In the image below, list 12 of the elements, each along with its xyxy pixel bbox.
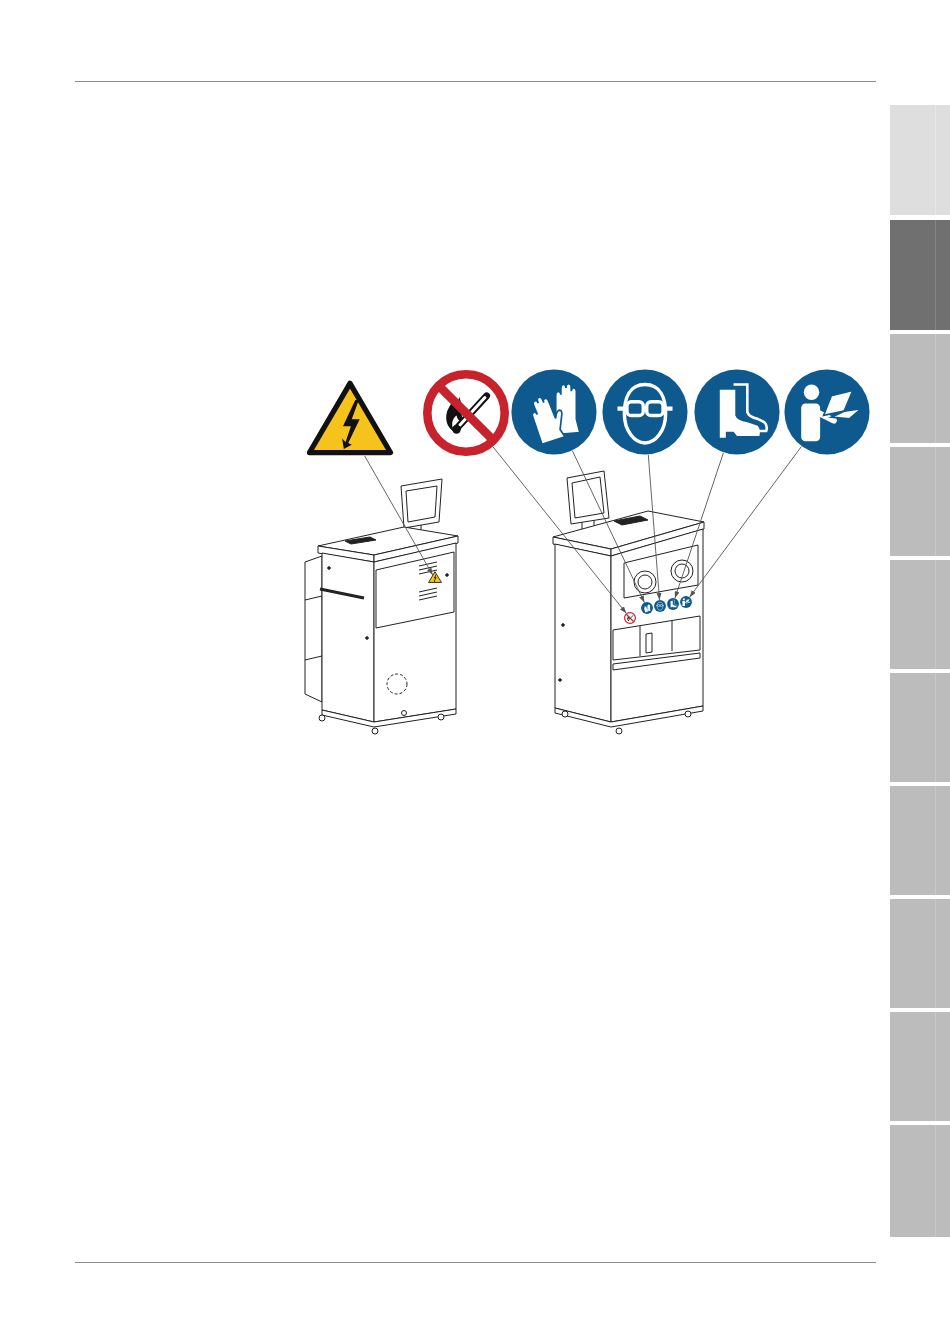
gloves-icon <box>511 369 597 455</box>
no-flame-icon <box>423 370 509 456</box>
mandatory-sticker-icon <box>667 598 679 610</box>
prohibition-sticker-icon <box>624 612 636 624</box>
mandatory-sticker-icon <box>654 600 666 612</box>
reading-person-icon <box>784 369 870 455</box>
lightning-warning-icon <box>306 379 394 456</box>
mandatory-sticker-icon <box>680 596 692 608</box>
warning-sticker-icon <box>428 571 442 583</box>
boots-icon <box>694 369 780 455</box>
goggles-icon <box>602 369 688 455</box>
mandatory-sticker-icon <box>641 602 653 614</box>
